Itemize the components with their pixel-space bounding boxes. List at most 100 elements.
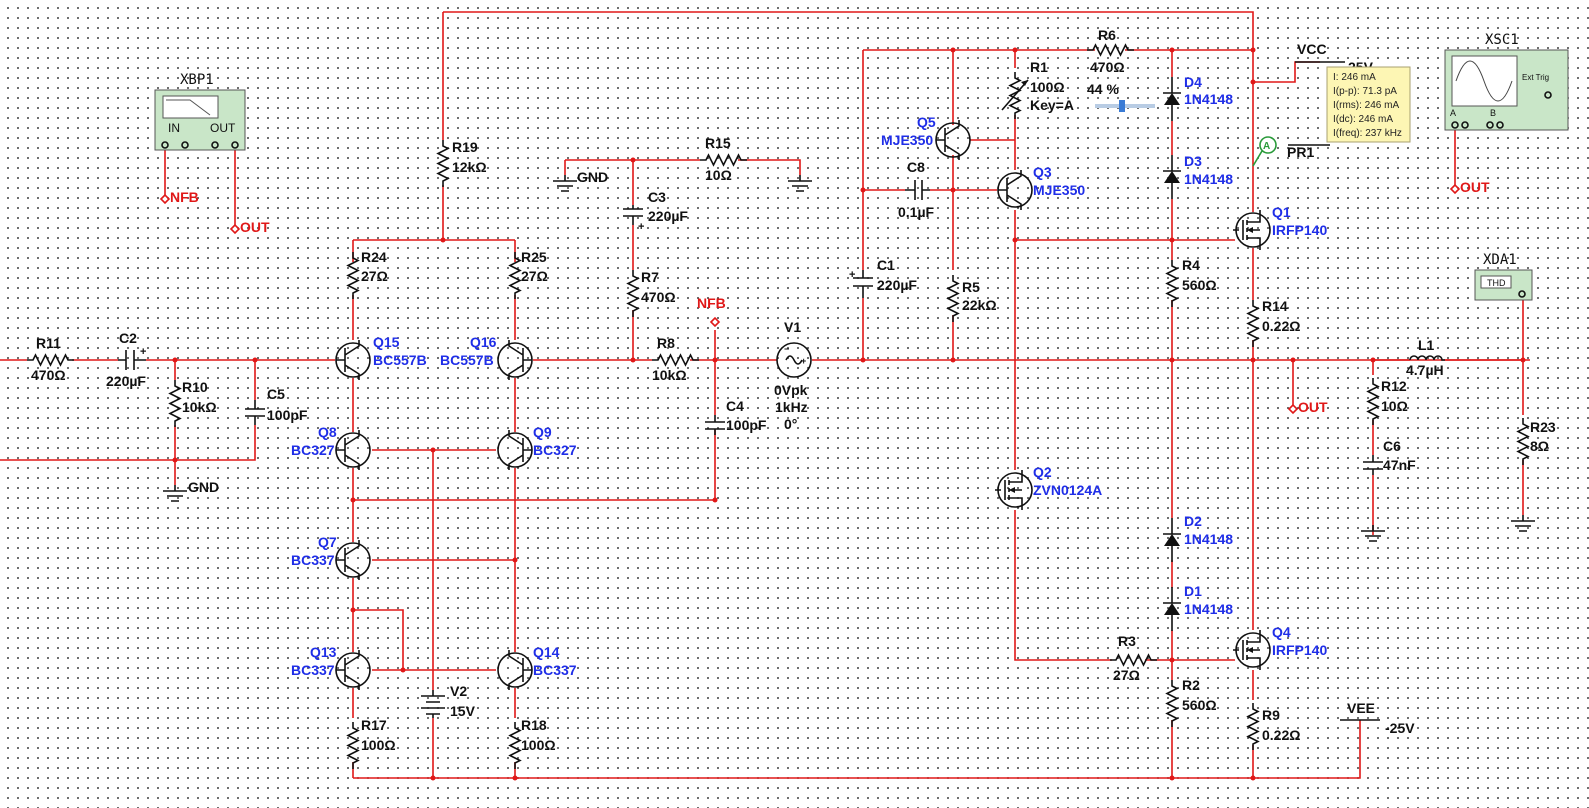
r14-value: 0.22Ω <box>1262 318 1300 334</box>
r6-value: 470Ω <box>1090 59 1125 75</box>
r7-ref: R7 <box>641 269 659 285</box>
xsc1-a-label: A <box>1450 108 1456 118</box>
r25-ref: R25 <box>521 249 547 265</box>
c6-value: 47nF <box>1383 457 1416 473</box>
c3-value: 220µF <box>648 208 688 224</box>
q2-part: ZVN0124A <box>1033 482 1102 498</box>
d4-ref: D4 <box>1184 74 1202 90</box>
c5-ref: C5 <box>267 386 285 402</box>
v1-amplitude: 0Vpk <box>774 382 808 398</box>
r19-value: 12kΩ <box>452 159 487 175</box>
c2-value: 220µF <box>106 373 146 389</box>
r1-percent: 44 % <box>1087 81 1119 97</box>
l1-ref: L1 <box>1418 337 1435 353</box>
net-nfb-xbp1: NFB <box>170 189 199 205</box>
r8-ref: R8 <box>657 335 675 351</box>
q8-ref: Q8 <box>318 424 337 440</box>
r10-value: 10kΩ <box>182 399 217 415</box>
probe-readout-line: I(p-p): 71.3 pA <box>1333 86 1397 97</box>
net-nfb: NFB <box>697 295 726 311</box>
d4-part: 1N4148 <box>1184 91 1233 107</box>
svg-text:−: − <box>784 344 789 354</box>
q1-ref: Q1 <box>1272 204 1291 220</box>
xsc1-label: XSC1 <box>1485 32 1519 48</box>
r4-ref: R4 <box>1182 257 1200 273</box>
r25-value: 27Ω <box>521 268 548 284</box>
r3-ref: R3 <box>1118 633 1136 649</box>
q2-ref: Q2 <box>1033 464 1052 480</box>
q5-part: MJE350 <box>881 132 933 148</box>
xbp1-out-label: OUT <box>210 121 236 135</box>
svg-text:+: + <box>849 269 855 281</box>
c6-ref: C6 <box>1383 438 1401 454</box>
c1-value: 220µF <box>877 277 917 293</box>
c8-value: 0.1µF <box>898 204 935 220</box>
r10-ref: R10 <box>182 379 208 395</box>
r11-ref: R11 <box>36 335 61 351</box>
q4-part: IRFP140 <box>1272 642 1327 658</box>
d3-part: 1N4148 <box>1184 171 1233 187</box>
r5-value: 22kΩ <box>962 297 997 313</box>
q1-part: IRFP140 <box>1272 222 1327 238</box>
net-out-main: OUT <box>1298 399 1328 415</box>
net-out-xbp1: OUT <box>240 219 270 235</box>
bode-plotter-xbp1[interactable] <box>154 89 246 151</box>
component-symbols: + + + − + <box>26 44 1536 770</box>
svg-text:+: + <box>638 221 644 233</box>
r18-ref: R18 <box>521 717 547 733</box>
q15-ref: Q15 <box>373 334 400 350</box>
q3-part: MJE350 <box>1033 182 1085 198</box>
distortion-analyzer-xda1[interactable] <box>1474 269 1533 301</box>
r8-value: 10kΩ <box>652 367 687 383</box>
r1-key: Key=A <box>1030 97 1074 113</box>
q14-ref: Q14 <box>533 644 560 660</box>
r12-value: 10Ω <box>1381 398 1408 414</box>
c2-ref: C2 <box>119 330 137 346</box>
r14-ref: R14 <box>1262 298 1288 314</box>
c4-value: 100pF <box>726 417 767 433</box>
probe-readout-line: I(rms): 246 mA <box>1333 100 1399 111</box>
r9-value: 0.22Ω <box>1262 727 1300 743</box>
r24-ref: R24 <box>361 249 387 265</box>
q15-part: BC557B <box>373 352 427 368</box>
r2-value: 560Ω <box>1182 697 1217 713</box>
q9-ref: Q9 <box>533 424 552 440</box>
probe-readout-line: I: 246 mA <box>1333 72 1376 83</box>
q13-ref: Q13 <box>310 644 337 660</box>
probe-a-label: A <box>1263 141 1270 152</box>
gnd-label-2: GND <box>577 169 608 185</box>
q7-part: BC337 <box>291 552 335 568</box>
r3-value: 27Ω <box>1113 667 1140 683</box>
c8-ref: C8 <box>907 159 925 175</box>
vee-label: VEE <box>1347 700 1375 716</box>
probe-readout-line: I(dc): 246 mA <box>1333 114 1393 125</box>
probe-readout-line: I(freq): 237 kHz <box>1333 128 1402 139</box>
d2-ref: D2 <box>1184 513 1202 529</box>
xda1-label: XDA1 <box>1483 252 1517 268</box>
d1-ref: D1 <box>1184 583 1202 599</box>
xsc1-b-label: B <box>1490 108 1496 118</box>
r12-ref: R12 <box>1381 378 1407 394</box>
svg-text:+: + <box>140 346 146 358</box>
junctions <box>172 47 1526 781</box>
xsc1-ext-label: Ext Trig <box>1522 73 1549 82</box>
v2-ref: V2 <box>450 683 467 699</box>
oscilloscope-xsc1[interactable] <box>1444 49 1569 131</box>
net-out-xsc1: OUT <box>1460 179 1490 195</box>
q13-part: BC337 <box>291 662 335 678</box>
r1-ref: R1 <box>1030 59 1048 75</box>
r15-value: 10Ω <box>705 167 732 183</box>
r23-ref: R23 <box>1530 419 1556 435</box>
d3-ref: D3 <box>1184 153 1202 169</box>
c4-ref: C4 <box>726 398 744 414</box>
q16-part: BC557B <box>440 352 494 368</box>
r1-value: 100Ω <box>1030 79 1065 95</box>
q14-part: BC337 <box>533 662 577 678</box>
d1-part: 1N4148 <box>1184 601 1233 617</box>
q9-part: BC327 <box>533 442 577 458</box>
q16-ref: Q16 <box>470 334 497 350</box>
r19-ref: R19 <box>452 139 478 155</box>
r23-value: 8Ω <box>1530 438 1549 454</box>
